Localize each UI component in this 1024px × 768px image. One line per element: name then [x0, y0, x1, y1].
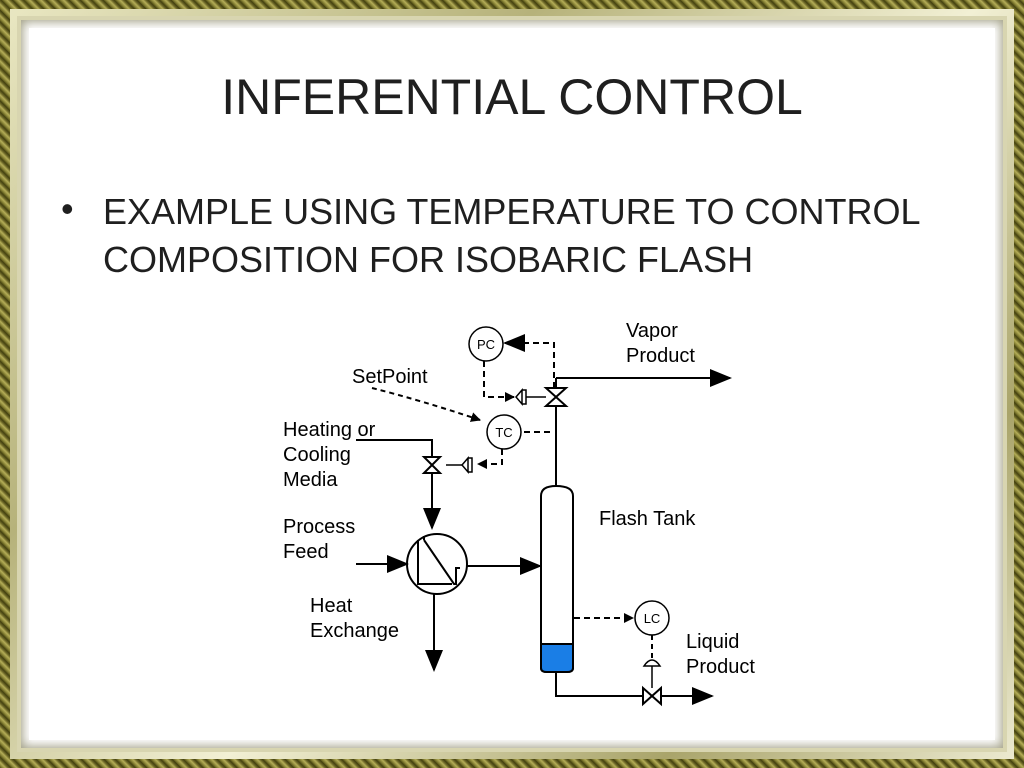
tc-controller: TC — [371, 387, 550, 475]
liquid-product-label-1: Liquid — [686, 631, 739, 653]
heating-media-label-2: Cooling — [283, 444, 351, 466]
heat-exchange-label-2: Exchange — [310, 620, 399, 642]
pc-controller: PC — [468, 326, 555, 407]
heating-media-line — [356, 439, 443, 530]
pc-label: PC — [477, 337, 495, 352]
slide-title: INFERENTIAL CONTROL — [221, 69, 803, 125]
lc-label: LC — [644, 611, 661, 626]
flash-tank — [540, 484, 574, 673]
slide-canvas: INFERENTIAL CONTROL • EXAMPLE USING TEMP… — [29, 28, 995, 740]
vapor-valve-icon — [543, 387, 569, 407]
vapor-product-label-1: Vapor — [626, 320, 678, 342]
tc-actuator-icon — [461, 455, 473, 475]
heating-media-label-1: Heating or — [283, 419, 376, 441]
liquid-valve-icon — [642, 685, 662, 707]
liquid-level — [540, 643, 574, 673]
heating-media-label-3: Media — [283, 469, 338, 491]
process-feed-label-1: Process — [283, 516, 355, 538]
process-feed-label-2: Feed — [283, 541, 329, 563]
heat-exchanger — [356, 533, 542, 672]
vapor-line — [543, 369, 732, 486]
vapor-product-label-2: Product — [626, 345, 695, 367]
liquid-line — [555, 672, 714, 707]
lc-controller: LC — [574, 600, 670, 688]
lc-actuator-icon — [642, 659, 662, 667]
setpoint-label: SetPoint — [352, 366, 428, 388]
liquid-product-label-2: Product — [686, 656, 755, 678]
pc-actuator-icon — [515, 387, 527, 407]
tc-label: TC — [495, 425, 512, 440]
heat-exchange-label-1: Heat — [310, 595, 353, 617]
heating-valve-icon — [421, 456, 443, 474]
flash-tank-label: Flash Tank — [599, 508, 696, 530]
bullet-text: EXAMPLE USING TEMPERATURE TO CONTROL COM… — [103, 191, 920, 280]
bullet-dot: • — [61, 188, 74, 229]
